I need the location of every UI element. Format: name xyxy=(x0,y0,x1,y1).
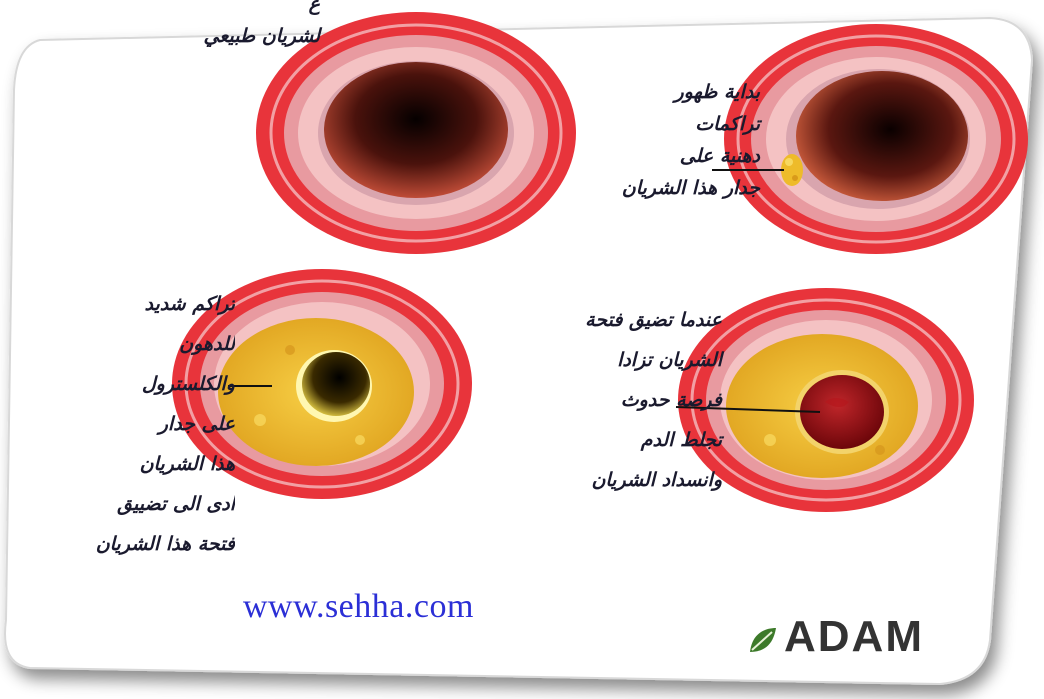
label-early-line-4: جدار هذا الشريان xyxy=(520,172,760,204)
label-heavy-line-5: هذا الشريان xyxy=(40,444,235,484)
label-early-line-2: تراكمات xyxy=(520,108,760,140)
label-heavy-line-3: والكلسترول xyxy=(40,364,235,404)
brand-logo: ADAM xyxy=(746,610,926,670)
watermark-url[interactable]: www.sehha.com xyxy=(243,588,474,626)
leaf-icon xyxy=(746,624,780,658)
brand-text: ADAM xyxy=(784,612,924,662)
label-narrow-line-4: تجلط الدم xyxy=(460,420,722,460)
label-heavy-buildup: تراكم شديد للدهون والكلسترول على جدار هذ… xyxy=(40,284,235,564)
label-narrow-line-2: الشريان تزادا xyxy=(460,340,722,380)
label-heavy-line-7: فتحة هذا الشريان xyxy=(40,524,235,564)
artery-narrowed-clot xyxy=(678,288,974,512)
artery-early-deposit xyxy=(724,24,1028,254)
label-heavy-line-1: تراكم شديد xyxy=(40,284,235,324)
label-heavy-line-2: للدهون xyxy=(40,324,235,364)
label-narrowed-clot: عندما تضيق فتحة الشريان تزادا فرصة حدوث … xyxy=(460,300,722,500)
label-narrow-line-3: فرصة حدوث xyxy=(460,380,722,420)
label-heavy-line-6: ادى الى تضييق xyxy=(40,484,235,524)
label-normal-artery: ع لشريان طبيعي xyxy=(150,0,320,52)
label-early-line-3: دهنية على xyxy=(520,140,760,172)
label-normal-line-2: لشريان طبيعي xyxy=(150,20,320,52)
label-normal-line-1: ع xyxy=(150,0,320,20)
label-narrow-line-5: وانسداد الشريان xyxy=(460,460,722,500)
label-heavy-line-4: على جدار xyxy=(40,404,235,444)
label-early-deposit: بداية ظهور تراكمات دهنية على جدار هذا ال… xyxy=(520,76,760,204)
label-early-line-1: بداية ظهور xyxy=(520,76,760,108)
label-narrow-line-1: عندما تضيق فتحة xyxy=(460,300,722,340)
